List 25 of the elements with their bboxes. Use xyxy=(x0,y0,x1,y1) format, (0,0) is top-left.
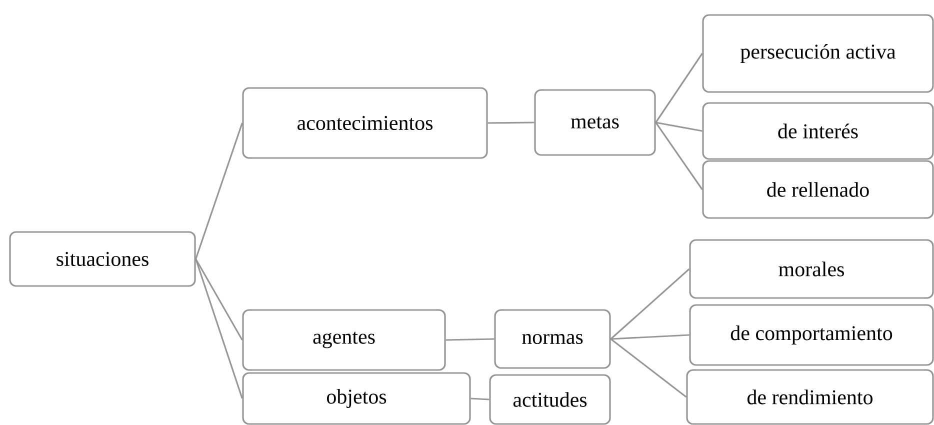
text-box: de interés xyxy=(702,102,934,160)
connector-line xyxy=(195,258,243,340)
text-box: de rendimiento xyxy=(686,369,934,425)
text-box: actitudes xyxy=(489,374,611,425)
text-box: persecución activa xyxy=(702,14,934,93)
text-box: de comportamiento xyxy=(689,304,934,366)
connector-line xyxy=(610,338,687,398)
connector-line xyxy=(446,338,494,341)
text-box: acontecimientos xyxy=(242,87,488,159)
text-box: objetos xyxy=(242,372,471,425)
connector-line xyxy=(656,122,702,132)
text-box: situaciones xyxy=(9,231,196,287)
text-box: metas xyxy=(534,89,656,156)
connector-line xyxy=(470,398,490,400)
connector-line xyxy=(610,268,690,340)
text-box: de rellenado xyxy=(702,160,934,219)
connector-line xyxy=(610,334,690,340)
connector-line xyxy=(195,122,243,260)
text-box: agentes xyxy=(242,309,446,371)
text-box: morales xyxy=(689,239,934,299)
connector-line xyxy=(655,122,703,190)
text-box: normas xyxy=(494,309,611,369)
connector-line xyxy=(195,258,243,399)
connector-line xyxy=(655,53,703,123)
connector-line xyxy=(488,122,534,124)
